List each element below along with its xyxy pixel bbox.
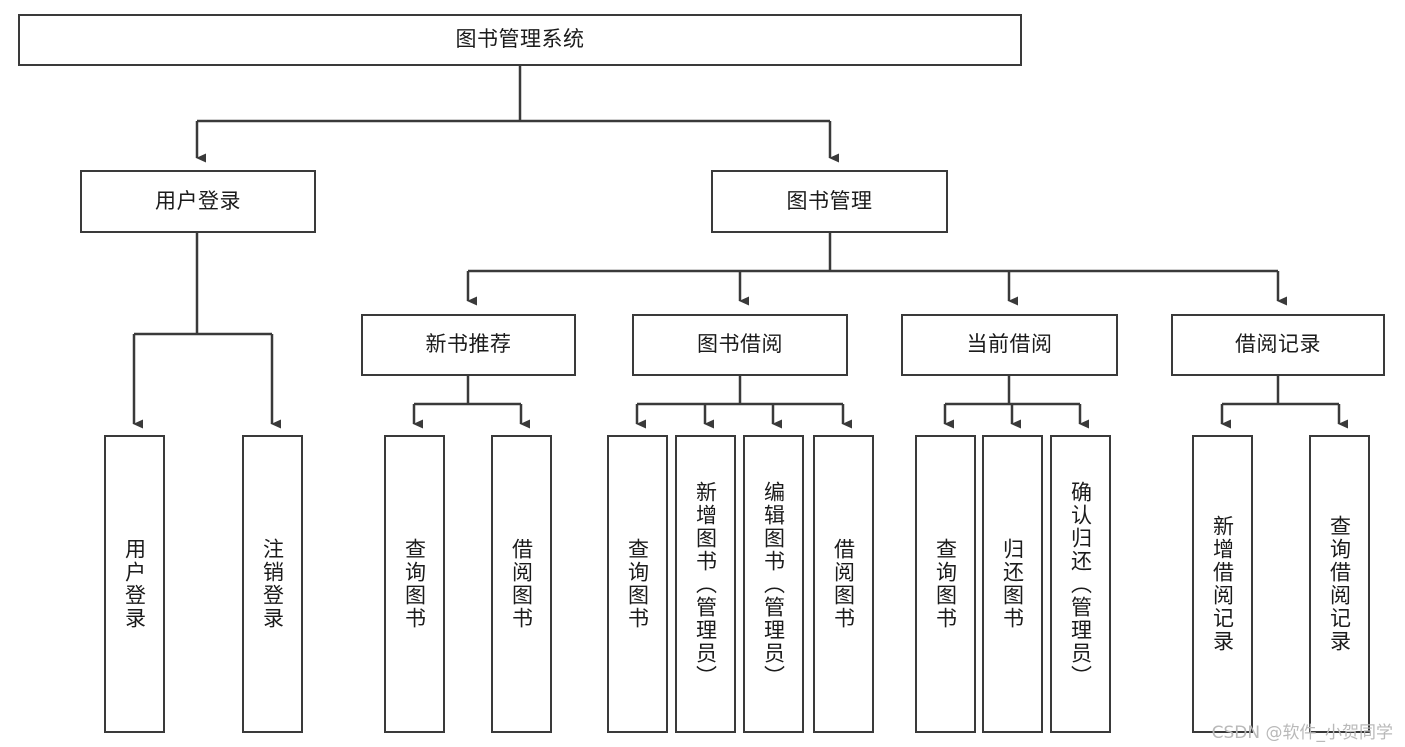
leaf-borrow-add-book-admin[interactable]: 新增图书（管理员） [675, 435, 736, 733]
node-label: 图书管理 [786, 188, 873, 213]
node-label: 查询借阅记录 [1327, 515, 1352, 653]
connector-currentborrow-to-leaves [943, 376, 1089, 429]
node-label: 新书推荐 [425, 332, 512, 357]
node-label: 当前借阅 [966, 332, 1053, 357]
leaf-newbook-query-book[interactable]: 查询图书 [384, 435, 445, 733]
node-user-login[interactable]: 用户登录 [80, 170, 316, 233]
node-book-borrow[interactable]: 图书借阅 [632, 314, 848, 376]
node-borrow-record[interactable]: 借阅记录 [1171, 314, 1385, 376]
node-new-book-recommend[interactable]: 新书推荐 [361, 314, 576, 376]
leaf-logout-login[interactable]: 注销登录 [242, 435, 303, 733]
node-root-system[interactable]: 图书管理系统 [18, 14, 1022, 66]
node-label: 编辑图书（管理员） [761, 480, 786, 688]
connector-bookmgmt-to-level3 [466, 233, 1287, 306]
node-label: 归还图书 [1000, 538, 1025, 630]
node-label: 借阅记录 [1235, 332, 1321, 357]
node-label: 查询图书 [933, 538, 958, 630]
node-label: 查询图书 [402, 538, 427, 630]
leaf-newbook-borrow-book[interactable]: 借阅图书 [491, 435, 552, 733]
connector-newbook-to-leaves [412, 376, 530, 429]
node-label: 注销登录 [260, 538, 285, 630]
leaf-record-add-borrow-record[interactable]: 新增借阅记录 [1192, 435, 1253, 733]
connector-root-to-level2 [195, 66, 839, 163]
node-label: 借阅图书 [509, 538, 534, 630]
connector-userlogin-to-leaves [132, 233, 281, 429]
leaf-current-confirm-return-admin[interactable]: 确认归还（管理员） [1050, 435, 1111, 733]
node-label: 查询图书 [625, 538, 650, 630]
leaf-user-login[interactable]: 用户登录 [104, 435, 165, 733]
leaf-borrow-query-book[interactable]: 查询图书 [607, 435, 668, 733]
leaf-borrow-edit-book-admin[interactable]: 编辑图书（管理员） [743, 435, 804, 733]
node-label: 图书管理系统 [455, 27, 585, 52]
leaf-record-query-borrow-record[interactable]: 查询借阅记录 [1309, 435, 1370, 733]
node-book-management[interactable]: 图书管理 [711, 170, 948, 233]
leaf-borrow-borrow-book[interactable]: 借阅图书 [813, 435, 874, 733]
leaf-current-query-book[interactable]: 查询图书 [915, 435, 976, 733]
node-current-borrow[interactable]: 当前借阅 [901, 314, 1118, 376]
node-label: 用户登录 [155, 188, 241, 213]
node-label: 借阅图书 [831, 538, 856, 630]
connector-bookborrow-to-leaves [635, 376, 852, 429]
connector-borrowrecord-to-leaves [1220, 376, 1348, 429]
node-label: 新增借阅记录 [1210, 515, 1235, 653]
node-label: 图书借阅 [697, 332, 783, 357]
leaf-current-return-book[interactable]: 归还图书 [982, 435, 1043, 733]
node-label: 确认归还（管理员） [1068, 480, 1093, 688]
node-label: 新增图书（管理员） [693, 480, 718, 688]
node-label: 用户登录 [122, 538, 147, 630]
